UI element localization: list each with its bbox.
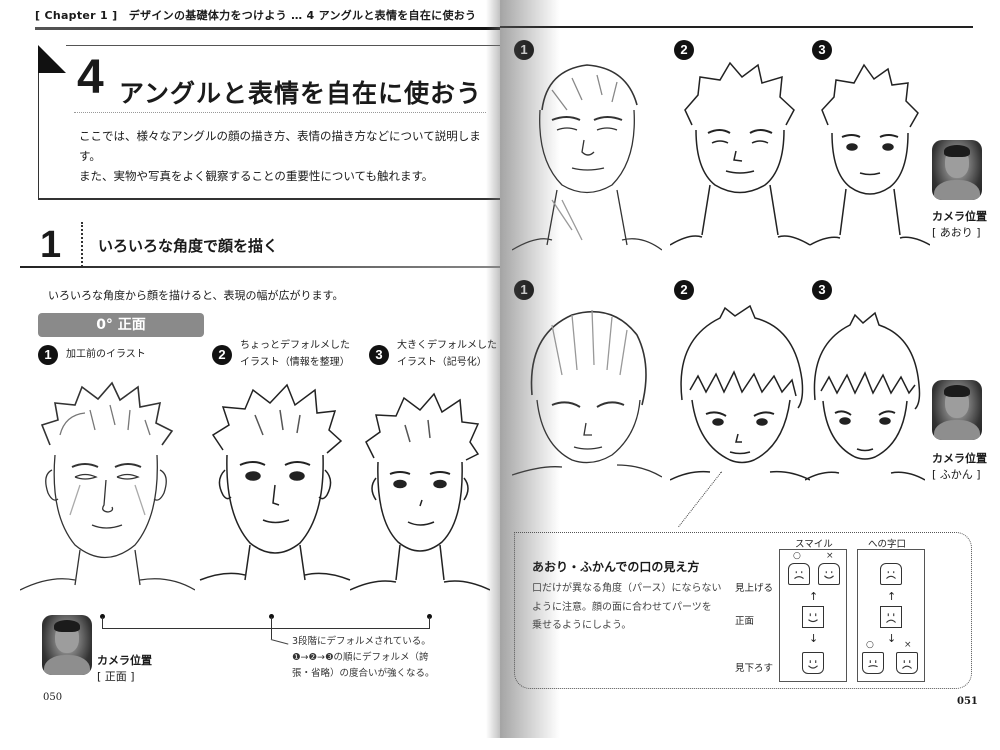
bracket-dot [427,614,432,619]
running-header: [ Chapter 1 ] デザインの基礎体力をつけよう … 4 アングルと表情… [35,9,477,22]
bad-mark: × [826,551,834,561]
row2-badge-3: 3 [812,280,832,300]
camera-photo-high-angle [932,380,982,440]
tip-title: あおり・ふかんでの口の見え方 [532,560,700,574]
face-icon-smile-down [802,652,824,674]
step-caption-1: 加工前のイラスト [66,349,146,360]
leader-line [270,639,289,645]
frown-column [857,549,925,682]
face-illustration-simplified [195,375,355,605]
bracket-line [429,617,430,629]
left-page: [ Chapter 1 ] デザインの基礎体力をつけよう … 4 アングルと表情… [19,0,500,750]
camera-position: [ あおり ] [932,226,981,239]
smile-column [779,549,847,682]
chapter-box: 4 アングルと表情を自在に使おう ここでは、様々なアングルの顔の描き方、表情の描… [38,45,500,200]
bracket-dot [269,614,274,619]
arrow-up-icon: ↑ [887,590,897,603]
face-illustration-low-angle-simplified [669,55,811,255]
column-heading-smile: スマイル [795,539,833,550]
arrow-down-icon: ↓ [809,632,819,645]
face-icon-smile-up-correct [788,563,810,585]
description-line: ここでは、様々なアングルの顔の描き方、表情の描き方などについて説明します。 [79,129,481,163]
step-badge-2: 2 [212,345,232,365]
header-rule [500,26,973,28]
face-icon-frown-up [880,563,902,585]
chapter-number: 4 [77,51,104,104]
corner-fold-icon [38,45,66,73]
chapter-description: ここでは、様々なアングルの顔の描き方、表情の描き方などについて説明します。 また… [79,126,500,186]
angle-label: 0° 正面 [38,313,204,337]
description-line: また、実物や写真をよく観察することの重要性についても触れます。 [79,169,434,183]
face-icon-frown-down-wrong [896,652,918,674]
face-illustration-high-angle-symbolic [804,305,926,495]
row2-badge-2: 2 [674,280,694,300]
chapter-divider [74,112,486,113]
face-illustration-symbolic [349,380,491,605]
bracket-note: 3段階にデフォルメされている。 ❶→❷→❸の順にデフォルメ（誇 張・省略）の度合… [292,636,435,679]
camera-label: カメラ位置 [932,210,987,223]
camera-photo-front [42,615,92,675]
section-title: いろいろな角度で顔を描く [98,237,279,255]
section-rule [20,266,500,268]
face-icon-smile-up-wrong [818,563,840,585]
section-lead: いろいろな角度から顔を描けると、表現の幅が広がります。 [48,289,344,302]
right-page: 1 2 3 [500,0,1000,750]
camera-label: カメラ位置 [932,452,987,465]
bracket-dot [100,614,105,619]
step-badge-1: 1 [38,345,58,365]
step-badge-3: 3 [369,345,389,365]
row1-badge-2: 2 [674,40,694,60]
bracket-line [102,617,103,629]
step-caption-2: ちょっとデフォルメした イラスト（情報を整理） [240,340,350,368]
face-icon-smile-front [802,606,824,628]
page-number: 051 [957,696,978,707]
face-illustration-high-angle-simplified [669,300,811,495]
camera-position: [ 正面 ] [97,670,135,683]
column-heading-frown: への字口 [868,539,907,550]
arrow-down-icon: ↓ [887,632,897,645]
bad-mark: × [904,640,912,650]
face-illustration-realistic [19,375,196,605]
step-caption-3: 大きくデフォルメした イラスト（記号化） [397,340,497,368]
row-label-look-down: 見下ろす [735,663,774,674]
section-number: 1 [40,224,62,266]
face-illustration-low-angle-symbolic [809,55,931,255]
chapter-title: アングルと表情を自在に使おう [118,79,482,108]
header-rule [35,27,500,30]
face-icon-frown-down-correct [862,652,884,674]
page-number: 050 [43,692,63,703]
camera-label: カメラ位置 [97,654,152,667]
good-mark: ○ [866,640,874,650]
gutter-shadow [500,0,560,750]
gutter-shadow [486,0,500,750]
row1-badge-3: 3 [812,40,832,60]
row-label-look-up: 見上げる [735,583,774,594]
scan-bottom-edge [0,738,1000,750]
face-icon-frown-front [880,606,902,628]
section-divider [81,222,83,267]
arrow-up-icon: ↑ [809,590,819,603]
bracket-line [102,628,430,629]
row-label-front: 正面 [735,616,755,627]
camera-position: [ ふかん ] [932,468,981,481]
good-mark: ○ [793,551,801,561]
tip-text: 口だけが異なる角度（パース）にならない ように注意。顔の面に合わせてパーツを 乗… [532,583,722,631]
camera-photo-low-angle [932,140,982,200]
